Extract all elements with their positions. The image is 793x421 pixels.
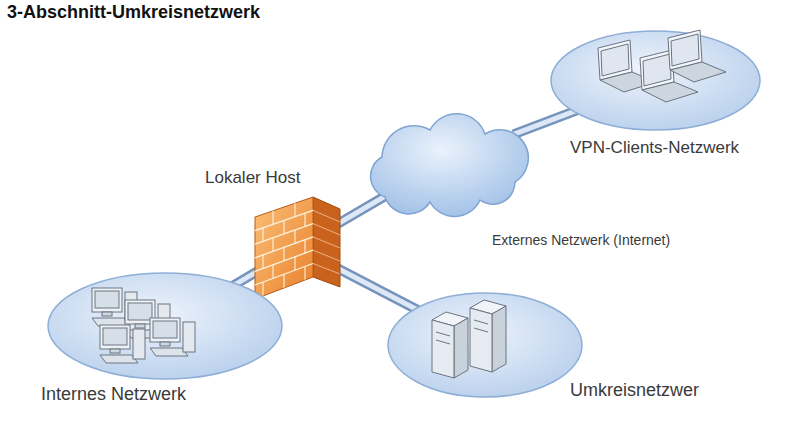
laptop-icons [598, 30, 726, 102]
pipe-outer [513, 110, 577, 134]
node-label: Externes Netzwerk (Internet) [492, 232, 670, 248]
network-pipe [334, 266, 419, 310]
network-zone: Umkreisnetzwer [385, 290, 585, 400]
firewall-wall: Lokaler Host [255, 195, 340, 300]
cloud-outline [371, 114, 529, 217]
pipe-inner [513, 110, 577, 134]
diagram-title: 3-Abschnitt-Umkreisnetzwerk [7, 2, 260, 23]
node-outline [255, 195, 340, 300]
zone-ellipse [48, 273, 282, 379]
network-zone: VPN-Clients-Netzwerk [548, 28, 763, 133]
zone-ellipse [551, 31, 760, 130]
pipe-outer [334, 266, 419, 310]
pipe-inner [334, 266, 419, 310]
firewall-bricks [255, 197, 340, 299]
node-outline [548, 28, 763, 133]
server-icons [432, 300, 506, 378]
network-pipe [513, 110, 577, 134]
internet-cloud: Externes Netzwerk (Internet) [360, 112, 535, 207]
node-outline [45, 270, 285, 382]
node-label: VPN-Clients-Netzwerk [570, 138, 739, 158]
node-outline [385, 290, 585, 400]
network-zone: Internes Netzwerk [45, 270, 285, 382]
node-label: Umkreisnetzwer [570, 380, 699, 401]
node-label: Internes Netzwerk [41, 384, 186, 405]
zone-ellipse [388, 293, 582, 397]
desktop-icons [92, 288, 195, 363]
node-label: Lokaler Host [205, 168, 300, 188]
node-outline [360, 112, 535, 207]
